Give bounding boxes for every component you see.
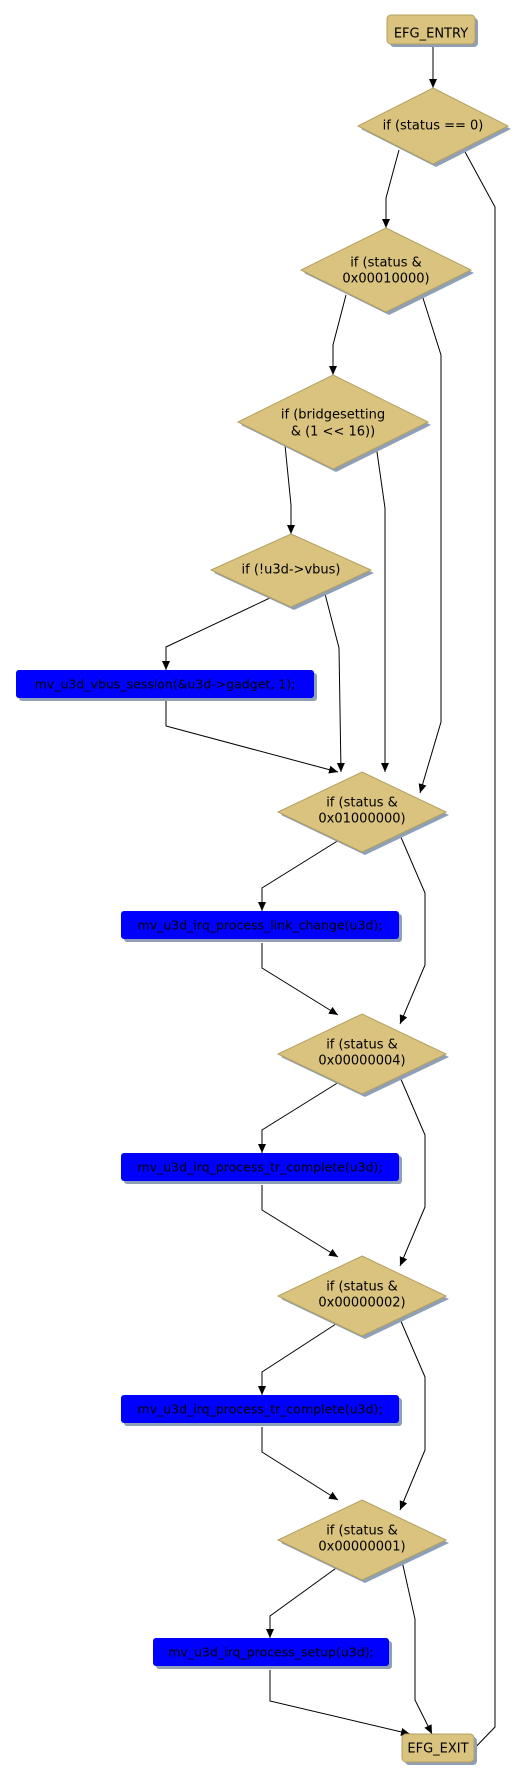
edge-tr-complete-to-status-2 xyxy=(261,1185,339,1258)
action-label: mv_u3d_vbus_session(&u3d->gadget, 1); xyxy=(35,677,296,692)
decision-label-line2: 0x00000004) xyxy=(318,1054,405,1069)
action-label: mv_u3d_irq_process_tr_complete(u3d); xyxy=(137,1402,382,1417)
edge-vbus-session-to-status-1000000 xyxy=(165,701,339,774)
decision-status-zero: if (status == 0) xyxy=(356,87,511,167)
edge-vbus-true xyxy=(162,596,273,670)
edge-link-change-to-status-4 xyxy=(261,943,339,1016)
decision-label-line1: if (status & xyxy=(350,256,422,271)
decision-label-line1: if (status & xyxy=(326,796,398,811)
decision-label-line1: if (status & xyxy=(326,1524,398,1539)
edge-status-2-true xyxy=(258,1321,340,1395)
decision-label-line1: if (status & xyxy=(326,1280,398,1295)
edge-status-4-true xyxy=(258,1081,340,1153)
decision-label-line1: if (status == 0) xyxy=(383,119,484,134)
edge-status-zero-true xyxy=(382,149,400,228)
decision-label-line1: if (bridgesetting xyxy=(281,408,385,423)
decision-label-line2: 0x00000002) xyxy=(318,1296,405,1311)
action-label: mv_u3d_irq_process_tr_complete(u3d); xyxy=(137,1160,382,1175)
action-label: mv_u3d_irq_process_setup(u3d); xyxy=(168,1645,373,1660)
edge-status-10000-false xyxy=(418,294,442,794)
decision-status-4: if (status & 0x00000004) xyxy=(276,1013,449,1097)
action-tr-complete-2: mv_u3d_irq_process_tr_complete(u3d); xyxy=(121,1395,402,1426)
edges xyxy=(162,47,496,1757)
action-tr-complete-1: mv_u3d_irq_process_tr_complete(u3d); xyxy=(121,1153,402,1184)
edge-status-zero-false xyxy=(463,149,496,1757)
edge-status-1000000-false xyxy=(399,834,426,1025)
decision-status-1000000: if (status & 0x01000000) xyxy=(276,771,449,855)
action-setup: mv_u3d_irq_process_setup(u3d); xyxy=(153,1638,392,1669)
edge-status-1-false xyxy=(401,1560,433,1735)
decision-label-line2: 0x00000001) xyxy=(318,1540,405,1555)
edge-bridgesetting-true xyxy=(284,444,295,534)
edge-status-4-false xyxy=(399,1076,426,1267)
decision-vbus: if (!u3d->vbus) xyxy=(209,533,374,610)
decision-label-line1: if (status & xyxy=(326,1038,398,1053)
decision-label-line2: & (1 << 16)) xyxy=(291,425,375,440)
decision-label-line2: 0x00010000) xyxy=(342,272,429,287)
decision-status-2: if (status & 0x00000002) xyxy=(276,1255,449,1339)
exit-node: EFG_EXIT xyxy=(401,1733,477,1765)
action-vbus-session: mv_u3d_vbus_session(&u3d->gadget, 1); xyxy=(16,670,317,701)
action-link-change: mv_u3d_irq_process_link_change(u3d); xyxy=(121,911,402,942)
edge-status-1000000-true xyxy=(258,839,340,911)
edge-status-10000-true xyxy=(329,294,347,375)
decision-label-line2: 0x01000000) xyxy=(318,812,405,827)
exit-label: EFG_EXIT xyxy=(407,1742,468,1757)
decision-status-1: if (status & 0x00000001) xyxy=(276,1499,449,1583)
entry-node: EFG_ENTRY xyxy=(386,14,478,47)
edge-setup-to-exit xyxy=(269,1670,411,1736)
entry-label: EFG_ENTRY xyxy=(394,27,468,42)
edge-tr-complete-to-status-1 xyxy=(261,1427,339,1501)
decision-status-10000: if (status & 0x00010000) xyxy=(299,227,474,315)
edge-vbus-false xyxy=(323,589,345,773)
edge-bridgesetting-false xyxy=(375,444,389,772)
edge-status-2-false xyxy=(399,1318,426,1511)
decision-bridgesetting: if (bridgesetting & (1 << 16)) xyxy=(236,374,431,472)
action-label: mv_u3d_irq_process_link_change(u3d); xyxy=(138,918,383,933)
edge-status-1-true xyxy=(266,1565,340,1638)
decision-label-line1: if (!u3d->vbus) xyxy=(242,563,341,578)
